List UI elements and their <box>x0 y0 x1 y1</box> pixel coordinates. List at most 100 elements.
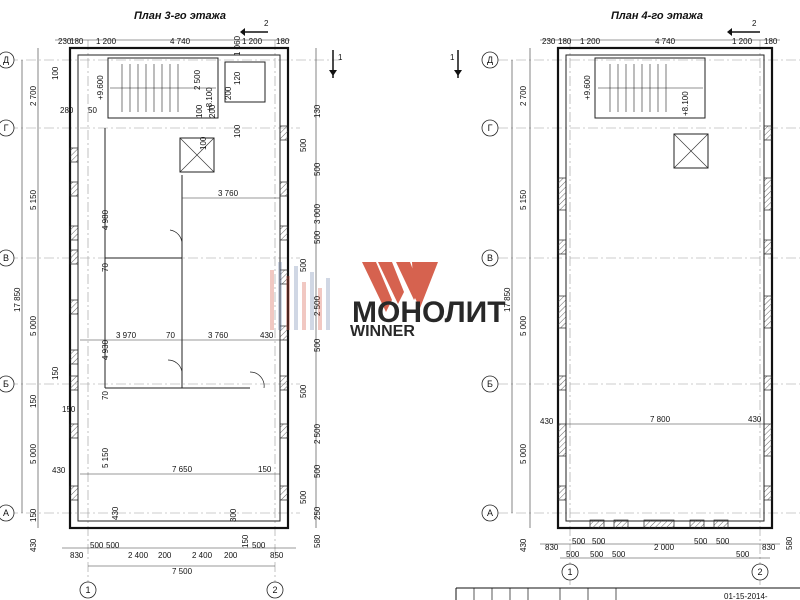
wall-piers-bottom-r <box>589 519 729 529</box>
inner-wall-line <box>77 54 281 522</box>
inner-dim-10: 7 650 <box>172 465 193 474</box>
elevation-1-r: +9.600 <box>583 75 592 100</box>
axis-marker-g-r: Г <box>488 123 493 133</box>
wall-piers-right <box>279 125 289 501</box>
bottom-dim-4-r: 500 <box>694 537 708 546</box>
axis-marker-2-r: 2 <box>757 567 762 577</box>
left-dim-5: 5 000 <box>29 443 38 464</box>
bottom-dim-3: 2 400 <box>128 551 149 560</box>
logo-text-line2: WINNER <box>350 323 415 340</box>
left-dim-10: 430 <box>29 538 38 552</box>
col-axis-markers-r: 1 2 <box>561 563 769 581</box>
right-dim-9: 2 500 <box>313 423 322 444</box>
left-dim-9: 150 <box>29 508 38 522</box>
bottom-dim-1-r: 500 <box>572 537 586 546</box>
col-axis-markers: 1 2 <box>79 581 284 599</box>
section-cut-marker-top-r: 2 <box>727 19 760 36</box>
bottom-dim-7-r: 500 <box>566 550 580 559</box>
plan-4th-floor: План 4-го этажа Д Г В Б А 1 2 2 1 <box>450 10 800 600</box>
inner-dim-11: 150 <box>258 465 272 474</box>
bottom-dim-2-r: 500 <box>592 537 606 546</box>
bottom-dim-8-r: 500 <box>590 550 604 559</box>
top-dim-5: 180 <box>276 37 290 46</box>
left-dim-2-r: 17 850 <box>503 287 512 312</box>
bottom-dim-5-r: 500 <box>716 537 730 546</box>
row-axis-markers: Д Г В Б А <box>0 51 15 522</box>
axis-marker-a: А <box>3 508 9 518</box>
inner-dim-8: 3 760 <box>208 331 229 340</box>
stair-dim-2: 200 <box>224 86 233 100</box>
left-dim-3: 17 850 <box>13 287 22 312</box>
inner-dim-0: 4 980 <box>101 209 110 230</box>
elevation-2: +8.100 <box>205 87 214 112</box>
title-block-stamp: 01-15-2014- <box>455 587 800 600</box>
axis-marker-b-r: Б <box>487 379 493 389</box>
left-dim-3-r: 5 000 <box>519 315 528 336</box>
section-cut-marker-top: 2 <box>240 19 269 36</box>
stair-dim-6: 50 <box>88 106 97 115</box>
right-dim-13: 580 <box>313 534 322 548</box>
right-dim-6: 2 500 <box>313 295 322 316</box>
plan-4-title: План 4-го этажа <box>611 10 703 22</box>
bottom-dim-1: 500 <box>90 541 104 550</box>
left-dim-5-r: 430 <box>519 538 528 552</box>
axis-marker-g: Г <box>4 123 9 133</box>
inner-dim-2-r: 430 <box>748 415 762 424</box>
wall-piers-left <box>69 147 79 501</box>
left-dim-8: 430 <box>52 466 66 475</box>
inner-dim-6: 3 970 <box>116 331 137 340</box>
bottom-dim-0-r: 830 <box>545 543 559 552</box>
stair-dim-0: 2 500 <box>193 69 202 90</box>
axis-marker-b: Б <box>3 379 9 389</box>
door-swing-1 <box>169 229 183 245</box>
top-dim-5-r: 180 <box>764 37 778 46</box>
left-dim-4: 5 000 <box>29 315 38 336</box>
inner-dim-2: 4 930 <box>101 339 110 360</box>
top-dim-1-r: 180 <box>558 37 572 46</box>
axis-marker-1-r: 1 <box>567 567 572 577</box>
left-dim-7: 150 <box>29 394 38 408</box>
stair-dim-4: 200 <box>208 104 217 118</box>
outer-wall <box>68 46 290 530</box>
bottom-dim-10-r: 500 <box>736 550 750 559</box>
top-dim-0-r: 230 <box>542 37 556 46</box>
right-dim-4: 500 <box>313 230 322 244</box>
stair-dim-7: 280 <box>60 106 74 115</box>
right-dim-2: 500 <box>313 162 322 176</box>
inner-dim-7: 70 <box>166 331 175 340</box>
section-cut-marker-right: 1 <box>329 50 343 78</box>
axis-marker-d-r: Д <box>487 55 493 65</box>
svg-text:1: 1 <box>338 53 343 62</box>
svg-text:2: 2 <box>752 19 757 28</box>
top-dim-4: 1 200 <box>242 37 263 46</box>
axis-marker-v-r: В <box>487 253 493 263</box>
door-swing-3 <box>249 371 265 389</box>
axis-marker-1: 1 <box>85 585 90 595</box>
right-dim-5: 500 <box>299 258 308 272</box>
right-dim-3: 3 000 <box>313 203 322 224</box>
right-dim-11: 500 <box>299 490 308 504</box>
top-dim-6: 1 060 <box>233 35 242 56</box>
plan-3rd-floor: План 3-го этажа Д Г В Б А 1 2 2 <box>0 10 343 599</box>
axis-marker-a-r: А <box>487 508 493 518</box>
inner-dim-0-r: 7 800 <box>650 415 671 424</box>
svg-text:1: 1 <box>450 53 455 62</box>
top-dim-1: 180 <box>70 37 84 46</box>
bottom-dim-6-r: 830 <box>762 543 776 552</box>
right-dim-8: 500 <box>299 384 308 398</box>
elevation-2-r: +8.100 <box>681 91 690 116</box>
wall-piers-right-r <box>763 125 773 501</box>
stair-dim-5: 100 <box>233 124 242 138</box>
plan-3-title: План 3-го этажа <box>134 10 226 22</box>
bottom-dim-9-r: 500 <box>612 550 626 559</box>
inner-dim-13: 430 <box>111 506 120 520</box>
left-dim-1-r: 5 150 <box>519 189 528 210</box>
stair-block-r: +9.600 +8.100 <box>583 57 706 119</box>
stair-dim-3: 100 <box>195 104 204 118</box>
logo-w-icon <box>362 262 438 312</box>
bottom-dim-2: 500 <box>106 541 120 550</box>
stair-dim-8: 100 <box>199 136 208 150</box>
axis-marker-v: В <box>3 253 9 263</box>
right-dim-12: 250 <box>313 506 322 520</box>
bottom-dim-0: 830 <box>70 551 84 560</box>
